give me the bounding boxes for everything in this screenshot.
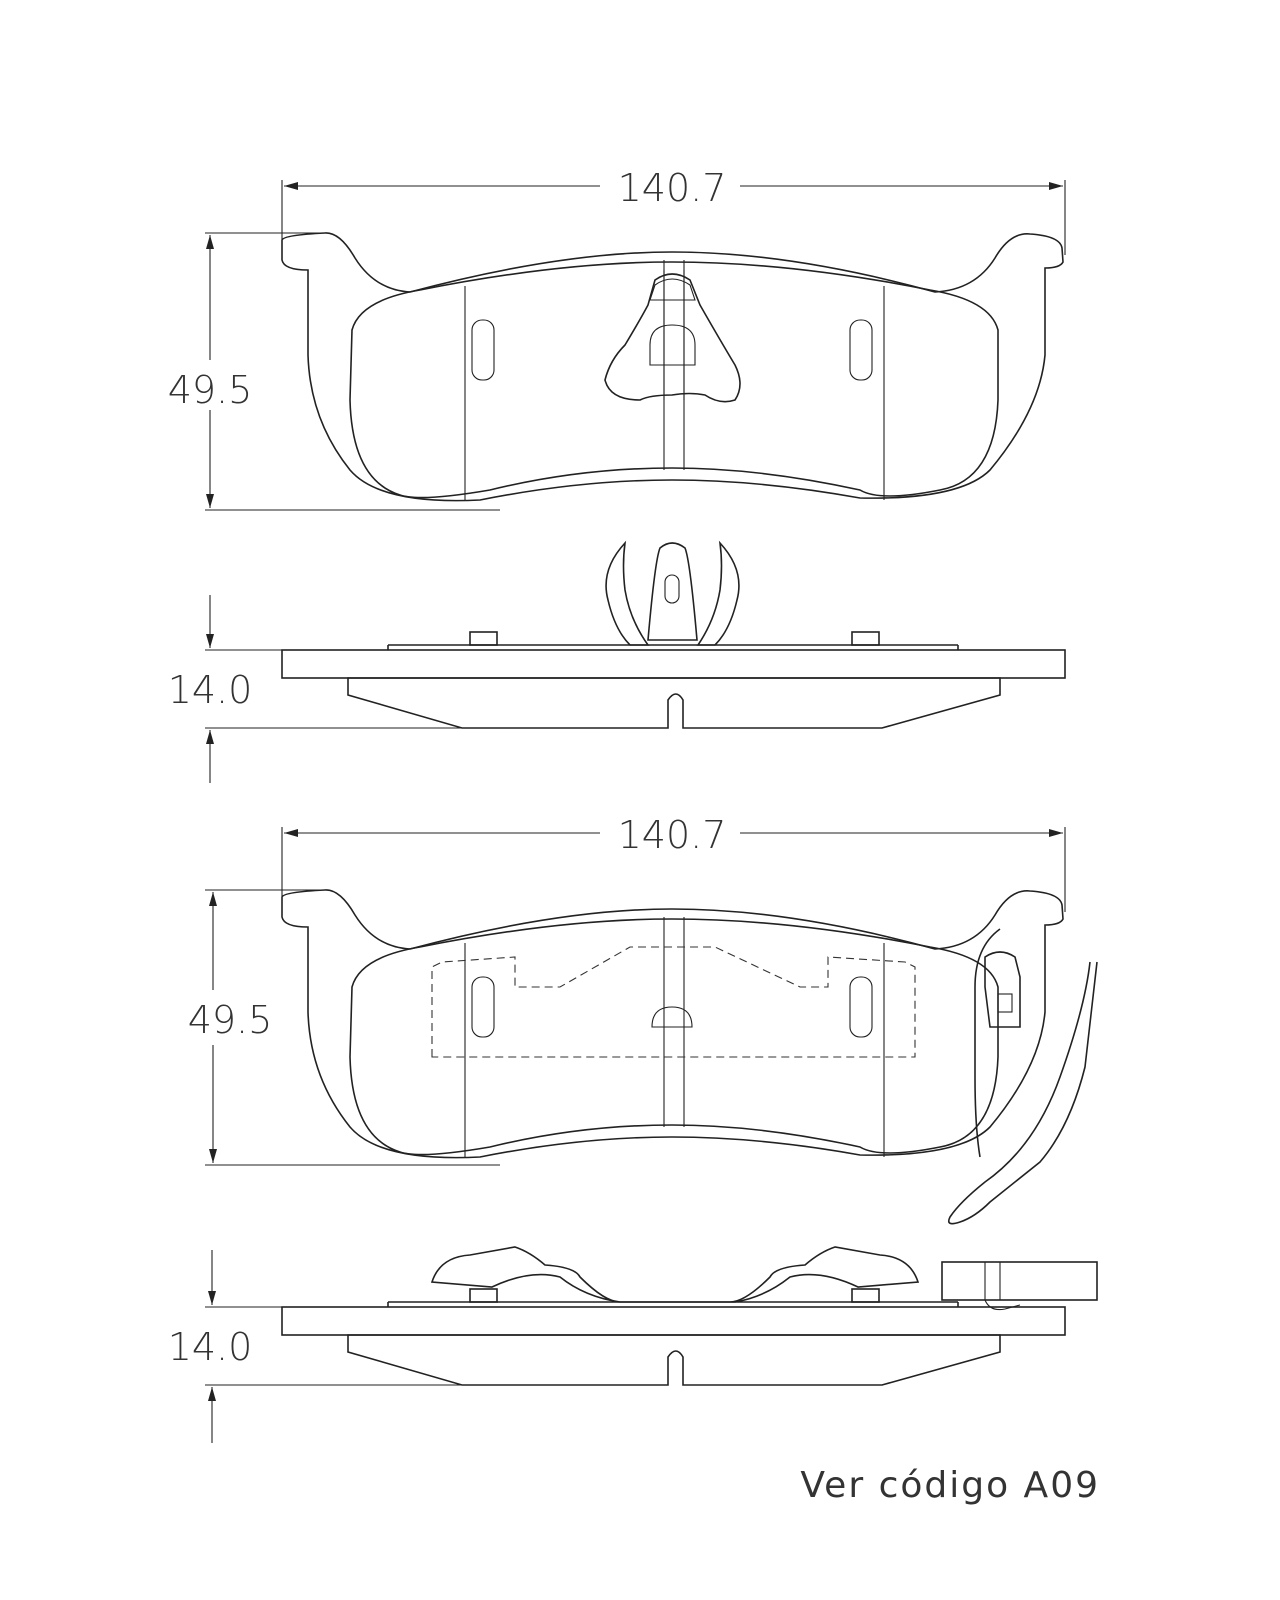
lower-height-label: 49.5: [188, 998, 273, 1042]
upper-height-label: 49.5: [168, 368, 253, 412]
upper-pad-side-view: [281, 540, 1066, 729]
reference-note: Ver código A09: [800, 1465, 1100, 1506]
lower-pad-face-view: [281, 889, 1098, 1225]
lower-pad-height-dimension: 49.5: [188, 889, 500, 1166]
upper-thickness-label: 14.0: [168, 668, 253, 712]
upper-width-label: 140.7: [618, 166, 727, 210]
upper-pad-face-view: [281, 232, 1064, 502]
lower-width-label: 140.7: [618, 813, 727, 857]
upper-pad-thickness-dimension: 14.0: [168, 595, 462, 783]
lower-pad-width-dimension: 140.7: [281, 813, 1066, 912]
upper-pad-width-dimension: 140.7: [281, 166, 1066, 255]
lower-pad-thickness-dimension: 14.0: [168, 1250, 462, 1443]
upper-pad-height-dimension: 49.5: [168, 232, 500, 511]
lower-thickness-label: 14.0: [168, 1325, 253, 1369]
lower-pad-side-view: [281, 1246, 1098, 1386]
